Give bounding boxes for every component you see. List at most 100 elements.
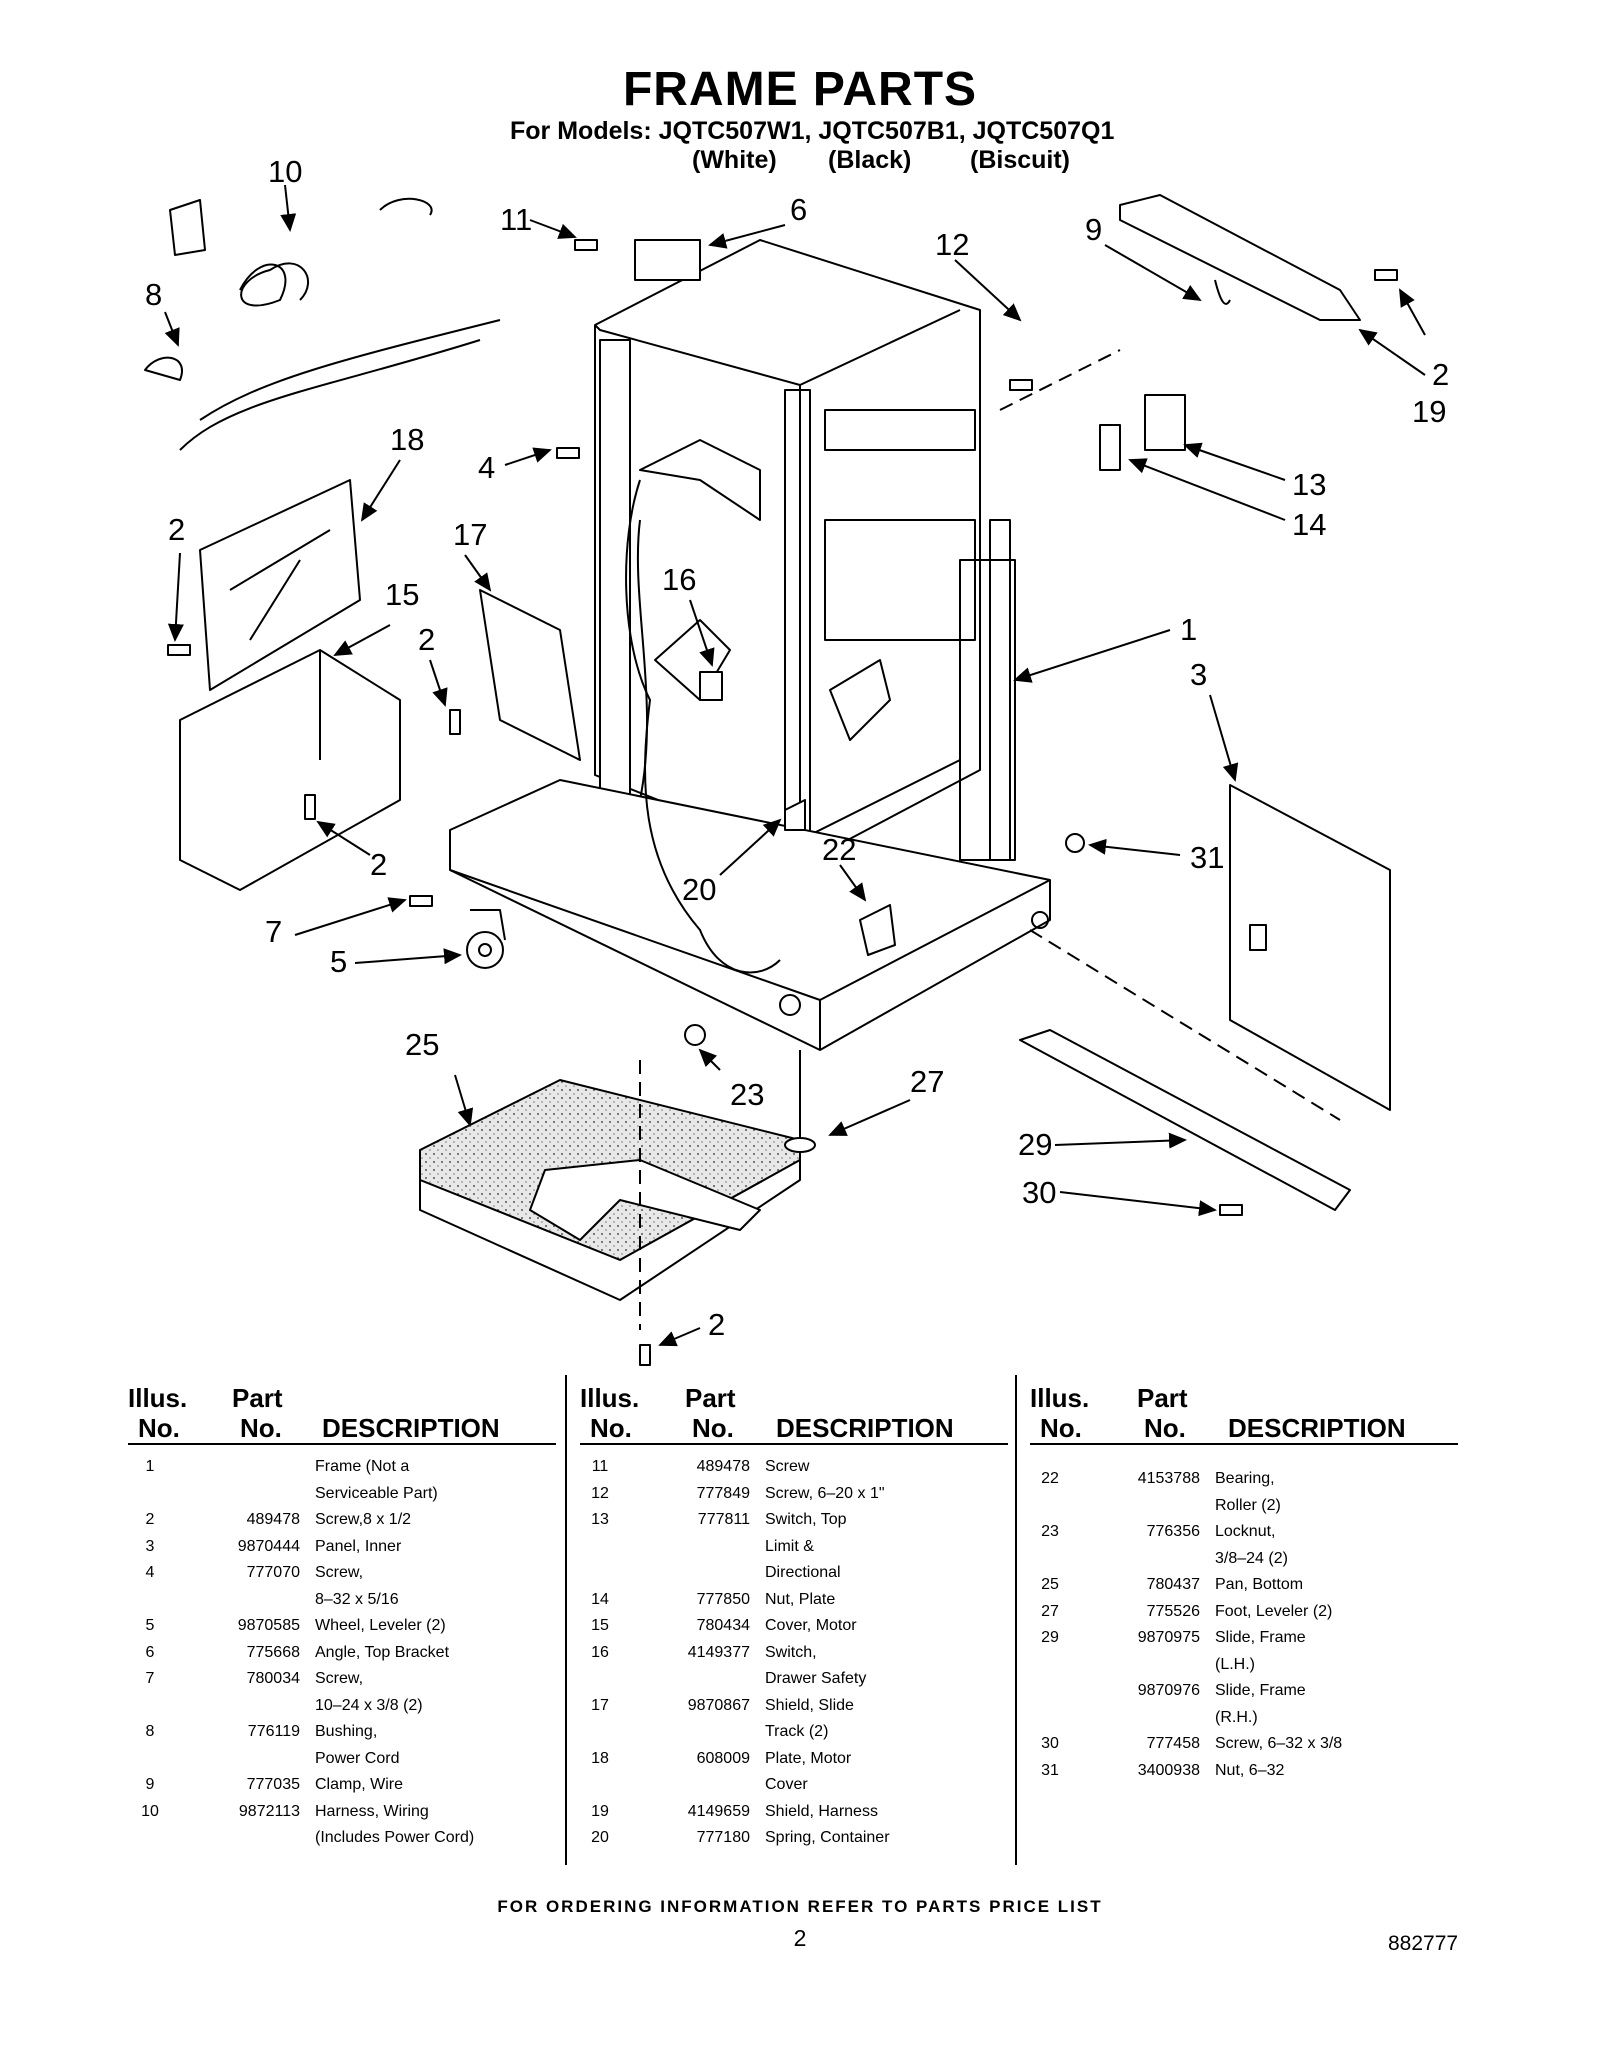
part-number: 9870976 (1137, 1682, 1200, 1699)
part-number: 9870585 (237, 1617, 300, 1634)
illus-number: 10 (141, 1802, 159, 1820)
callout-19: 19 (1412, 394, 1446, 429)
column-divider (565, 1375, 567, 1865)
part-description: Directional (765, 1564, 841, 1581)
callout-16: 16 (662, 562, 696, 597)
illus-number: 22 (1041, 1470, 1059, 1487)
callout-30: 30 (1022, 1175, 1056, 1210)
illus-number: 9 (145, 1776, 155, 1793)
part-description: Slide, Frame (1215, 1682, 1306, 1699)
part-number: 777849 (696, 1484, 750, 1502)
bottom-pan (419, 1060, 801, 1330)
illus-number: 2 (145, 1511, 155, 1528)
part-description: Power Cord (315, 1749, 400, 1767)
part-description: (R.H.) (1215, 1708, 1258, 1726)
part-header: No. (1144, 1413, 1186, 1443)
part-description: Spring, Container (765, 1829, 890, 1846)
callout-29: 29 (1018, 1127, 1052, 1162)
power-cord-bushing (144, 356, 183, 381)
illus-number: 12 (591, 1484, 609, 1502)
callout-7: 7 (265, 914, 282, 949)
illus-number: 31 (1041, 1761, 1059, 1779)
part-description: Wheel, Leveler (2) (315, 1617, 446, 1634)
illus-number: 27 (1041, 1602, 1059, 1620)
parts-row: 9870976 Slide, Frame (R.H.) (1030, 1682, 1460, 1735)
part-number: 9870867 (687, 1696, 750, 1714)
motor-plate (199, 479, 361, 691)
part-number: 489478 (246, 1511, 300, 1528)
illus-number: 19 (591, 1802, 609, 1820)
part-description: Clamp, Wire (315, 1776, 404, 1793)
illus-number: 16 (591, 1643, 609, 1661)
illus-number: 29 (1041, 1629, 1059, 1646)
illus-number: 1 (145, 1458, 155, 1475)
part-description: Bearing, (1215, 1470, 1275, 1487)
part-number: 775668 (246, 1643, 300, 1661)
screws (167, 239, 1398, 1366)
slide-track-shield (479, 589, 581, 761)
callout-numbers: 10 11 6 12 9 8 2 19 13 14 18 4 2 17 16 1… (145, 154, 1449, 1342)
part-number: 9872113 (238, 1802, 300, 1820)
header-rule (1030, 1443, 1458, 1445)
illus-number: 4 (145, 1564, 155, 1581)
part-description: Frame (Not a (315, 1458, 410, 1475)
part-description: Shield, Harness (765, 1802, 878, 1820)
callout-11: 11 (500, 202, 532, 237)
part-number: 775526 (1146, 1602, 1200, 1620)
color-biscuit: (Biscuit) (970, 146, 1070, 174)
part-description: Angle, Top Bracket (315, 1643, 450, 1661)
part-number: 777035 (246, 1776, 300, 1793)
part-header: No. (692, 1413, 734, 1443)
top-limit-switch (999, 349, 1186, 471)
motor-cover (179, 649, 401, 891)
part-description: Switch, (765, 1643, 817, 1661)
illus-number: 23 (1041, 1523, 1059, 1540)
callout-2d: 2 (370, 847, 387, 882)
header-rule (580, 1443, 1008, 1445)
part-description: Cover (765, 1776, 808, 1793)
frame-slide-rail (1019, 929, 1351, 1211)
part-number: 780437 (1146, 1576, 1200, 1593)
part-description: (L.H.) (1215, 1655, 1255, 1673)
part-description: Screw, 6–32 x 3/8 (1215, 1735, 1343, 1752)
callout-13: 13 (1292, 467, 1326, 502)
callout-20: 20 (682, 872, 716, 907)
parts-row: 6 775668 Angle, Top Bracket (130, 1644, 560, 1671)
callout-18: 18 (390, 422, 424, 457)
page-number: 2 (793, 1925, 807, 1951)
parts-row: 9 777035 Clamp, Wire (130, 1776, 560, 1803)
illus-number: 25 (1041, 1576, 1059, 1593)
illus-number: 6 (145, 1643, 155, 1661)
illus-number: 20 (591, 1829, 609, 1846)
callout-31: 31 (1190, 840, 1224, 875)
illus-number: 15 (591, 1617, 609, 1634)
wire-clamp (1214, 279, 1231, 305)
drawer-safety-switch (699, 671, 723, 701)
callout-22: 22 (822, 832, 856, 867)
ordering-note: FOR ORDERING INFORMATION REFER TO PARTS … (497, 1897, 1103, 1916)
callout-6: 6 (790, 192, 807, 227)
illus-header: Illus. (580, 1383, 640, 1413)
part-number: 776119 (247, 1723, 300, 1740)
part-description: Track (2) (765, 1723, 829, 1740)
part-description: 3/8–24 (2) (1215, 1549, 1288, 1567)
part-number: 608009 (696, 1749, 750, 1767)
callout-2e: 2 (708, 1307, 725, 1342)
leveler-wheel (466, 909, 506, 969)
illus-number: 3 (145, 1537, 155, 1555)
wiring-harness (169, 197, 781, 974)
part-number: 9870975 (1137, 1629, 1200, 1646)
callout-8: 8 (145, 277, 162, 312)
part-description: Serviceable Part) (315, 1484, 438, 1502)
